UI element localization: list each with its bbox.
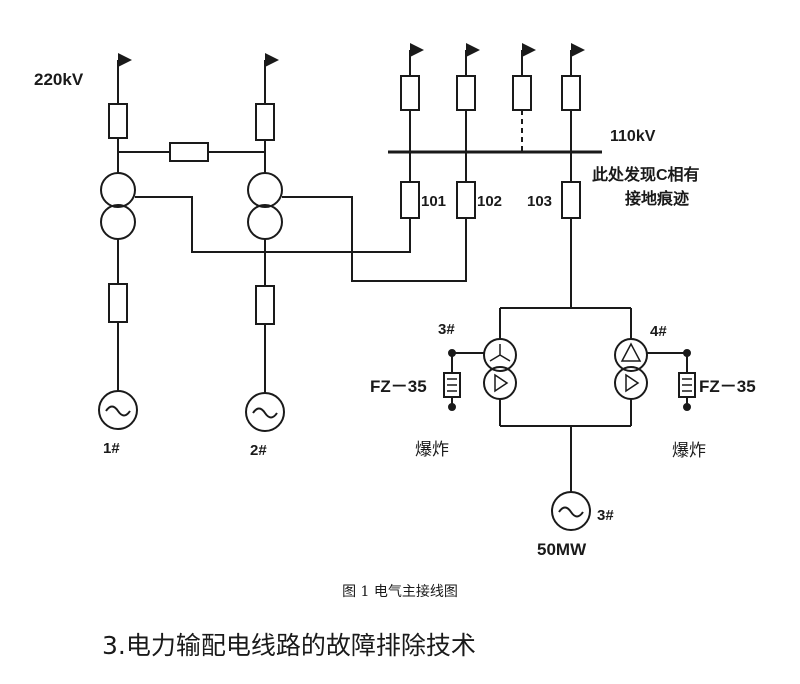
feeder-1 [400,43,424,219]
ac-wave-icon [252,407,278,419]
fault-note-line-1: 此处发现C相有 [592,165,700,184]
transformer-winding-icon [100,172,136,208]
feeder-2 [456,43,480,219]
label-220kv: 220kV [34,70,84,89]
label-breaker-102: 102 [477,193,502,210]
breaker-103 [561,181,581,219]
label-arrester-right: FZ－35 [699,377,756,396]
gen-2-branch [245,53,285,432]
breaker-101 [400,181,420,219]
label-gen-2: 2# [250,442,267,459]
breaker-symbol [255,285,275,325]
gen-1-branch [98,53,138,430]
ac-wave-icon [105,405,131,417]
section-heading: 3.电力输配电线路的故障排除技术 [102,631,476,660]
label-110kv: 110kV [610,128,656,145]
label-gen-3-rating: 50MW [537,540,587,559]
generator-2-icon [245,392,285,432]
label-gen-1: 1# [103,440,120,457]
label-transformer-4: 4# [650,323,667,340]
label-transformer-3: 3# [438,321,455,338]
feeder-4 [561,43,585,308]
transformer-winding-icon [247,204,283,240]
label-breaker-103: 103 [527,193,552,210]
figure-caption: 图 1 电气主接线图 [342,583,458,600]
generator-3-icon [551,491,591,531]
breaker-symbol [255,103,275,141]
feeder-3 [512,43,536,152]
transformer-winding-icon [100,204,136,240]
label-explosion-right: 爆炸 [672,441,706,461]
label-gen-3: 3# [597,507,614,524]
label-explosion-left: 爆炸 [415,440,449,460]
tertiary-connections [135,196,467,282]
label-arrester-left: FZ－35 [370,377,427,396]
breaker-symbol [108,283,128,323]
generator-1-icon [98,390,138,430]
breaker-102 [456,181,476,219]
transformer-3-upper-icon [483,338,517,372]
ac-wave-icon [558,506,584,518]
breaker-symbol [108,103,128,139]
lower-unit [443,307,696,531]
transformer-4-upper-icon [614,338,648,372]
label-breaker-101: 101 [421,193,446,210]
tie-breaker-symbol [169,142,209,162]
transformer-winding-icon [247,172,283,208]
bus-tie [118,142,265,162]
fault-note-line-2: 接地痕迹 [625,189,689,208]
